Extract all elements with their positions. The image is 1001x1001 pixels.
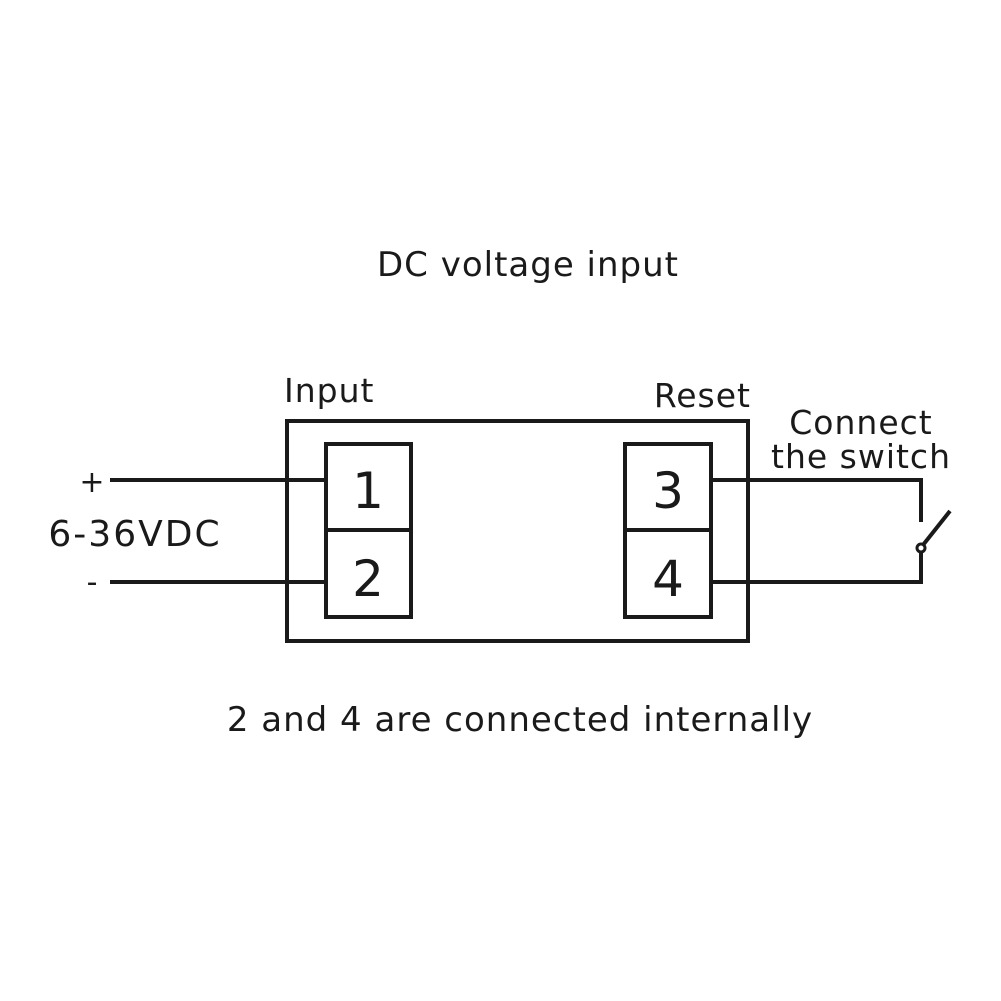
connect-switch-label-line2: the switch <box>771 437 951 476</box>
switch-wire-4 <box>711 552 923 584</box>
minus-label: - <box>87 565 98 600</box>
terminal-box-4 <box>623 528 713 619</box>
voltage-label: 6-36VDC <box>48 514 221 555</box>
input-label: Input <box>284 371 374 410</box>
switch-wire-3 <box>711 478 923 522</box>
module-outline <box>285 419 750 643</box>
terminal-box-2 <box>324 528 413 619</box>
switch-pivot <box>915 542 927 554</box>
terminal-number-2: 2 <box>352 550 384 608</box>
connect-switch-label-line1: Connect <box>789 403 932 442</box>
terminal-number-3: 3 <box>652 462 684 520</box>
terminal-number-1: 1 <box>352 462 384 520</box>
reset-label: Reset <box>654 376 751 415</box>
switch-blade <box>921 509 952 547</box>
diagram-title: DC voltage input <box>377 245 679 285</box>
plus-label: + <box>79 465 104 500</box>
internal-connection-note: 2 and 4 are connected internally <box>227 700 813 740</box>
terminal-number-4: 4 <box>652 550 684 608</box>
